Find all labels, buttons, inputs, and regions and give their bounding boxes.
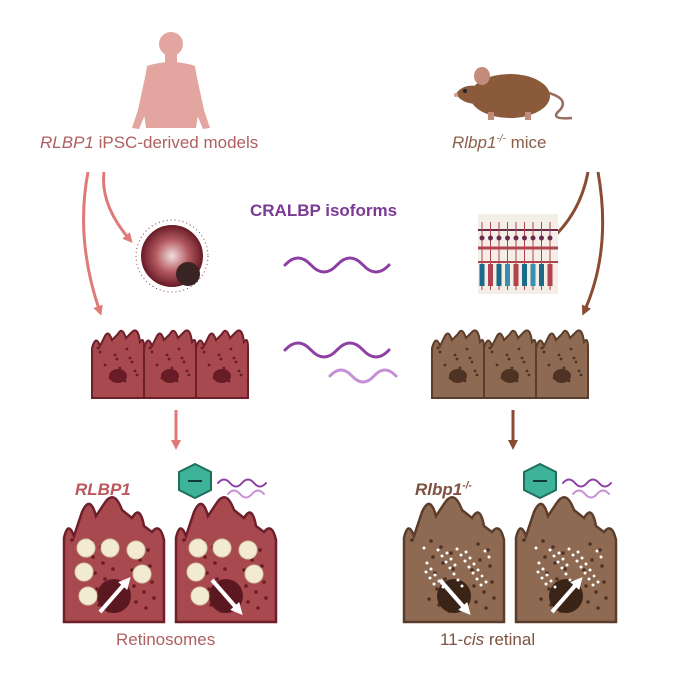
mouse-icon [454, 67, 573, 120]
aav-waves [217, 478, 612, 499]
aav-icon-right [523, 462, 557, 500]
aav-icon-left [178, 462, 212, 500]
human-figure-icon [132, 32, 210, 129]
retinal-organoid-icon [135, 219, 209, 293]
retina-section-icon [478, 214, 558, 294]
rpe-cells-human [91, 329, 249, 399]
left-arrows [82, 171, 181, 450]
mouse-model-label: Rlbp1-/- mice [452, 133, 547, 152]
isoform-waves [283, 256, 398, 384]
retinosomes-caption: Retinosomes [116, 630, 216, 649]
isoforms-label: CRALBP isoforms [250, 201, 398, 220]
rlbp1-gene-label: RLBP1 [75, 480, 131, 499]
human-model-label: RLBP1 iPSC-derived models [40, 133, 259, 152]
right-arrows [508, 171, 605, 450]
11-cis-retinal-caption: 11-cis retinal [440, 630, 536, 649]
rpe-cells-mouse [431, 329, 589, 399]
rlbp1-ko-gene-label: Rlbp1-/- [415, 480, 472, 499]
rpe-big-cells [62, 496, 618, 624]
